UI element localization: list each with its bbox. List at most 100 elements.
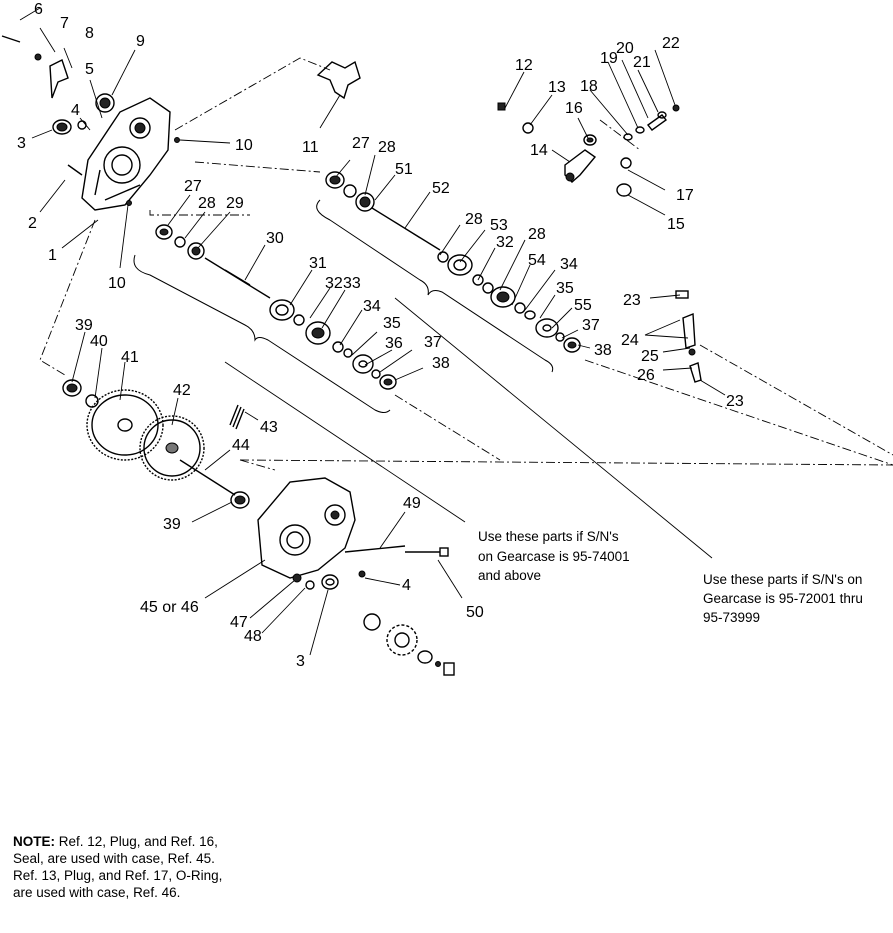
callout-18: 18 (580, 78, 598, 95)
o-ring-17-icon (620, 157, 632, 169)
shift-fork-11-icon (316, 60, 361, 100)
washer-21-icon (657, 111, 667, 119)
nut-22-icon (672, 104, 680, 112)
gear-36-icon (352, 354, 374, 374)
callout-27-b: 27 (184, 178, 202, 195)
callout-5: 5 (85, 61, 94, 78)
footnote: NOTE: Ref. 12, Plug, and Ref. 16, Seal, … (13, 834, 222, 900)
gear-33-icon (305, 321, 331, 345)
washer-48-icon (305, 580, 315, 590)
washer-40-icon (85, 394, 99, 408)
callout-51: 51 (395, 161, 413, 178)
callout-9: 9 (136, 33, 145, 50)
washer-4b-icon (358, 570, 366, 578)
bolt-50-icon (405, 547, 449, 557)
callout-23-a: 23 (623, 292, 641, 309)
callout-36: 36 (385, 335, 403, 352)
callout-28-b: 28 (465, 211, 483, 228)
callout-54: 54 (528, 252, 546, 269)
shaft-30-icon (204, 257, 271, 299)
callout-22: 22 (662, 35, 680, 52)
serial-note-b-line-2: Gearcase is 95-72001 thru (703, 591, 863, 606)
callout-38-a: 38 (594, 342, 612, 359)
footnote-line-3: Ref. 13, Plug, and Ref. 17, O-Ring, (13, 868, 222, 883)
callout-45-or-46: 45 or 46 (140, 599, 199, 616)
serial-note-a-line-2: on Gearcase is 95-74001 (478, 549, 630, 564)
parts (1, 35, 702, 676)
callout-8: 8 (85, 25, 94, 42)
callout-52: 52 (432, 180, 450, 197)
bracket-24-icon (682, 312, 696, 349)
washer-35-icon (524, 310, 536, 320)
callout-38-b: 38 (432, 355, 450, 372)
callout-39-a: 39 (75, 317, 93, 334)
sprocket-assembly-icon (363, 613, 455, 676)
callout-41: 41 (121, 349, 139, 366)
callout-3-b: 3 (296, 653, 305, 670)
pin-26-icon (689, 362, 702, 383)
callout-53: 53 (490, 217, 508, 234)
alignment-lines (39, 57, 893, 471)
washer-28-c-icon (482, 282, 494, 294)
bearing-9-icon (95, 93, 115, 113)
callout-24: 24 (621, 332, 639, 349)
callout-11: 11 (302, 139, 319, 156)
callout-3: 3 (17, 135, 26, 152)
callout-numbers: 1 2 3 4 5 6 7 8 9 10 10 11 12 13 14 15 1… (17, 1, 744, 670)
callout-7: 7 (60, 15, 69, 32)
callout-26: 26 (637, 367, 655, 384)
callout-25: 25 (641, 348, 659, 365)
callout-43: 43 (260, 419, 278, 436)
washer-37-lower-icon (371, 369, 381, 379)
gearcase-half-1-icon (81, 97, 171, 211)
callout-40: 40 (90, 333, 108, 350)
shaft-44-icon (179, 459, 236, 496)
callout-16: 16 (565, 100, 583, 117)
callout-34-a: 34 (560, 256, 578, 273)
spring-43-icon (229, 404, 245, 430)
footnote-line-4: are used with case, Ref. 46. (13, 885, 180, 900)
washer-4-icon (77, 120, 87, 130)
dowel-10-icon (126, 137, 180, 206)
gear-51-icon (355, 192, 375, 212)
callout-44: 44 (232, 437, 250, 454)
serial-note-b-line-3: 95-73999 (703, 610, 760, 625)
callout-21: 21 (633, 54, 651, 71)
gear-31-icon (269, 299, 295, 321)
callout-1: 1 (48, 247, 57, 264)
callout-28-c: 28 (528, 226, 546, 243)
serial-note-a-line-1: Use these parts if S/N's (478, 529, 619, 544)
callout-37-a: 37 (582, 317, 600, 334)
washer-34-lower-icon (332, 341, 344, 353)
seal-3-icon (52, 119, 72, 135)
bearing-39-upper-icon (62, 379, 82, 397)
shift-shaft-14-icon (564, 149, 597, 183)
nut-7-icon (34, 53, 42, 61)
serial-note-b: Use these parts if S/N's on Gearcase is … (703, 572, 863, 625)
washer-34-icon (514, 302, 526, 314)
washer-25-icon (688, 348, 696, 356)
gear-54-icon (490, 286, 516, 308)
callout-10-b: 10 (108, 275, 126, 292)
callout-47: 47 (230, 614, 248, 631)
lever-20-icon (646, 114, 668, 131)
callout-17: 17 (676, 187, 694, 204)
seal-16-icon (583, 134, 597, 146)
callout-15: 15 (667, 216, 685, 233)
washer-35-lower-icon (343, 348, 353, 358)
leader-lines (19, 7, 726, 656)
washer-32-lower-icon (293, 314, 305, 326)
callout-4: 4 (71, 102, 80, 119)
screw-6-icon (1, 35, 21, 43)
washer-28-lower-icon (174, 236, 186, 248)
bearing-38-lower-icon (379, 374, 397, 390)
callout-19: 19 (600, 50, 618, 67)
callout-23-b: 23 (726, 393, 744, 410)
callout-4-b: 4 (402, 577, 411, 594)
gear-55-icon (535, 318, 559, 338)
callout-33: 33 (343, 275, 361, 292)
plug-12-icon (497, 102, 506, 111)
callout-2: 2 (28, 215, 37, 232)
screw-2-icon (67, 164, 83, 176)
